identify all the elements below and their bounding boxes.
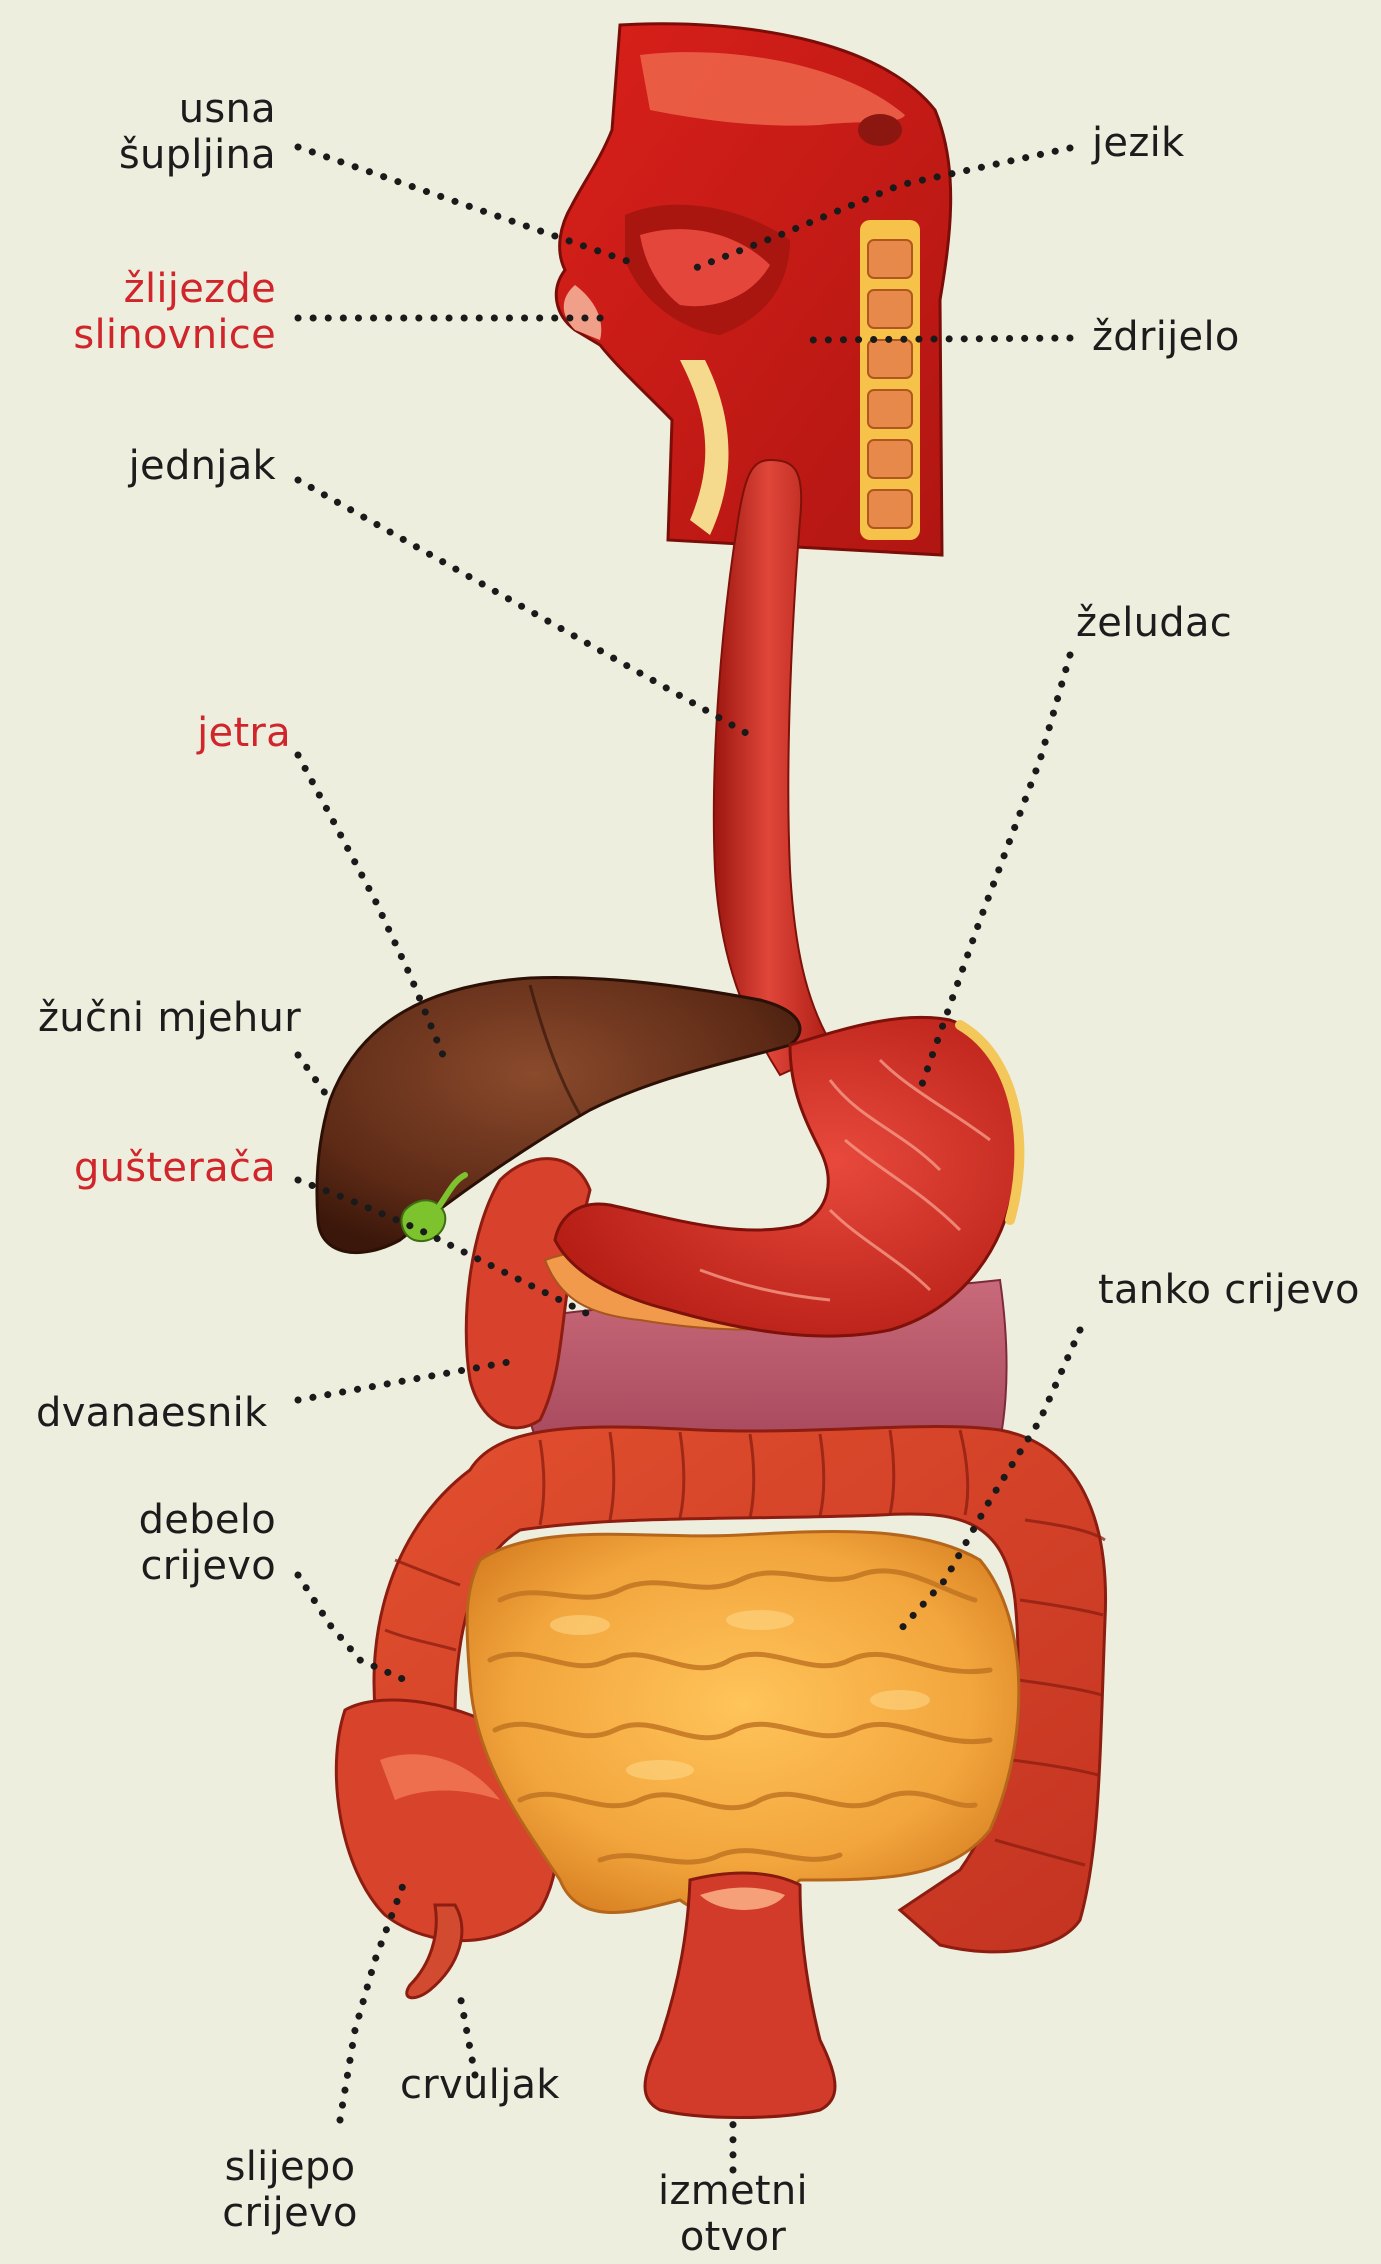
- label-usna-supljina: usna šupljina: [119, 86, 276, 178]
- label-zucni-mjehur: žučni mjehur: [38, 995, 301, 1041]
- leader-zeludac: [920, 655, 1070, 1090]
- label-slijepo-crijevo: slijepo crijevo: [200, 2144, 380, 2236]
- label-izmetni-otvor: izmetni otvor: [628, 2168, 838, 2260]
- leader-jetra: [298, 755, 445, 1060]
- label-jezik: jezik: [1092, 120, 1185, 166]
- label-debelo-crijevo: debelo crijevo: [139, 1497, 276, 1589]
- label-gusteraca: gušterača: [74, 1145, 276, 1191]
- label-jednjak: jednjak: [129, 443, 276, 489]
- label-jetra: jetra: [197, 710, 291, 756]
- label-zdrijelo: ždrijelo: [1092, 314, 1240, 360]
- esophagus: [714, 460, 835, 1075]
- label-dvanaesnik: dvanaesnik: [36, 1390, 268, 1436]
- label-zeludac: želudac: [1076, 600, 1232, 646]
- label-zlijezde-slinovnice: žlijezde slinovnice: [73, 266, 276, 358]
- label-tanko-crijevo: tanko crijevo: [1098, 1267, 1360, 1313]
- leader-zucni-mjehur: [298, 1055, 330, 1100]
- label-crvuljak: crvuljak: [400, 2062, 560, 2108]
- small-intestine: [467, 1531, 1019, 1916]
